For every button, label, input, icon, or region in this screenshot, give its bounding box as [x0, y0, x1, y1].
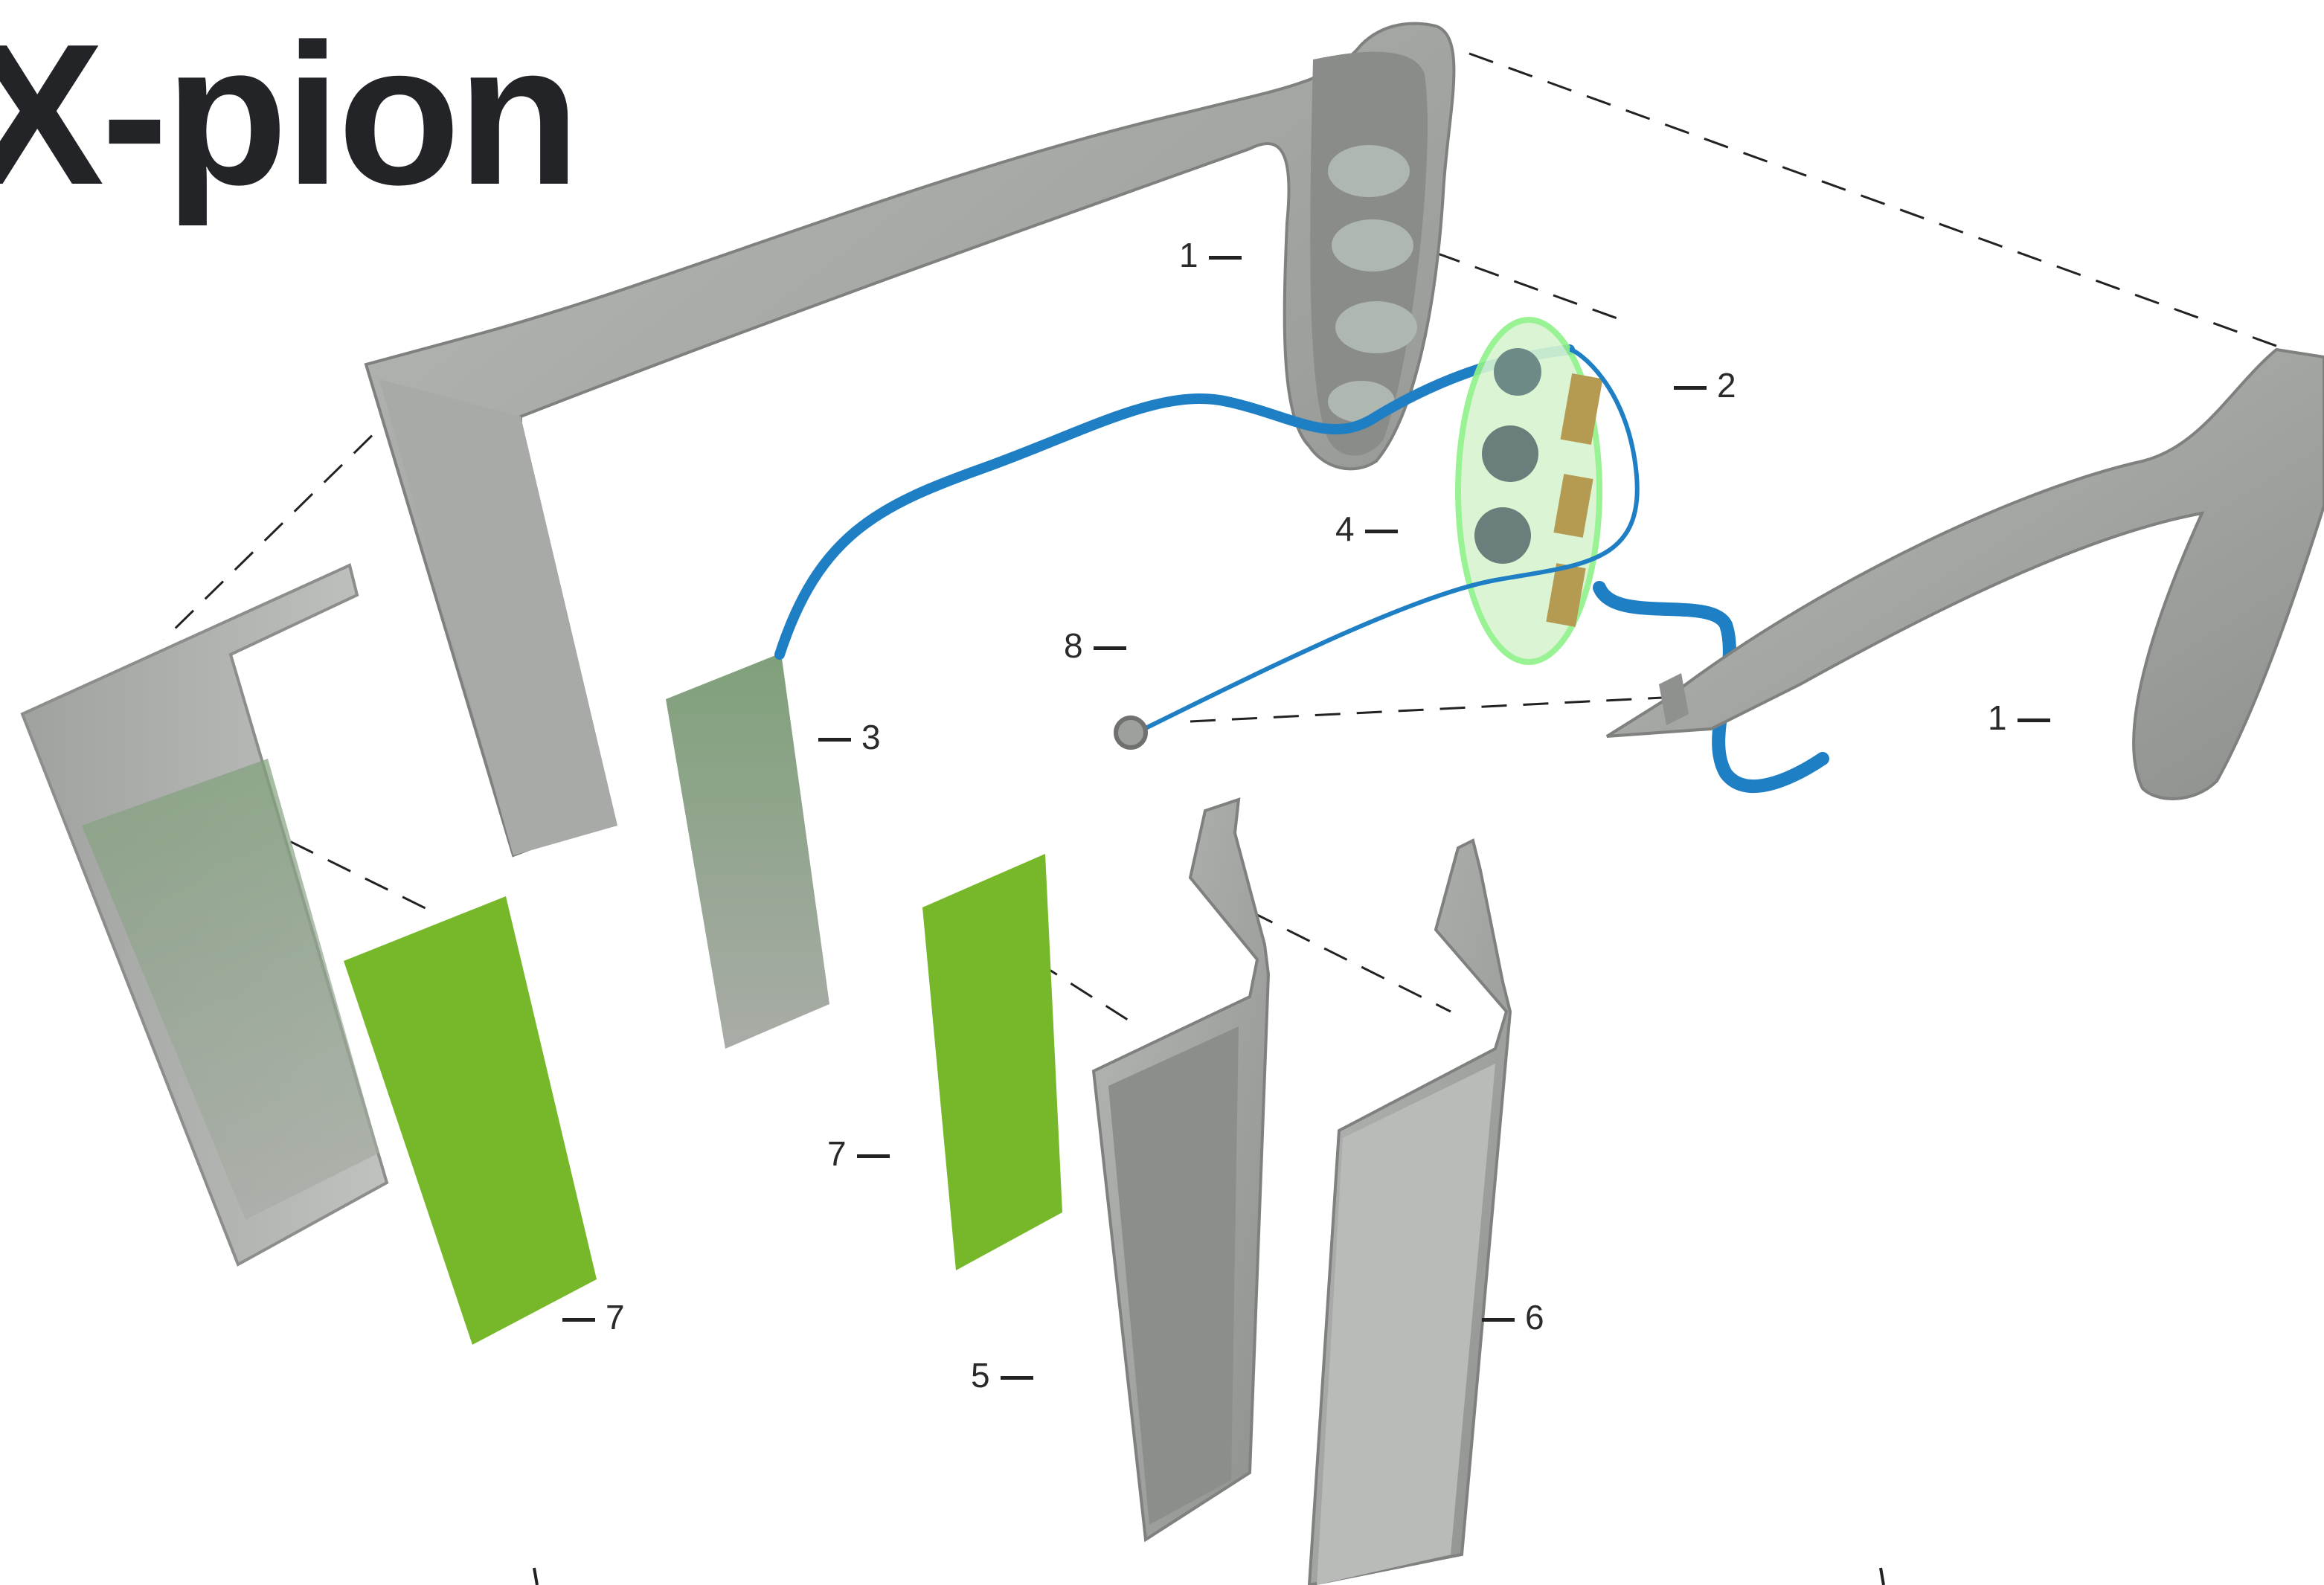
green-pad-middle [922, 854, 1062, 1270]
callout-1-headband-left: 1 [1179, 238, 1242, 272]
callout-leader [818, 738, 851, 742]
callout-number: 2 [1717, 366, 1736, 405]
callout-4-sensors: 4 [1335, 512, 1398, 546]
outer-plate [1309, 840, 1510, 1585]
callout-leader [857, 1154, 890, 1158]
inner-plate [1094, 800, 1268, 1540]
diagram-title: X-pion [0, 15, 577, 216]
callout-leader [1094, 646, 1126, 650]
callout-leader [1482, 1318, 1515, 1322]
callout-number: 8 [1064, 626, 1083, 665]
callout-leader [1365, 530, 1398, 533]
callout-6-outer-plate: 6 [1482, 1300, 1544, 1334]
callout-7-pad-middle: 7 [827, 1136, 890, 1171]
callout-5-inner-plate: 5 [971, 1358, 1033, 1392]
callout-8-small-sensor: 8 [1064, 628, 1126, 663]
pcb-board [1458, 320, 1602, 662]
callout-number: 6 [1525, 1298, 1544, 1337]
callout-2-pcb: 2 [1674, 368, 1736, 402]
callout-leader [1674, 386, 1707, 390]
green-pad-left [344, 896, 597, 1345]
callout-3-electrode: 3 [818, 720, 881, 754]
callout-number: 3 [861, 718, 881, 756]
callout-number: 5 [971, 1356, 990, 1395]
callout-number: 1 [1179, 236, 1198, 274]
callout-leader [1209, 256, 1242, 260]
callout-number: 4 [1335, 509, 1355, 548]
callout-leader [2018, 718, 2050, 722]
bottom-tick-marks [534, 1568, 1884, 1585]
back-plate-left [22, 565, 387, 1264]
electrode-cable [780, 350, 1570, 655]
callout-number: 7 [827, 1134, 847, 1173]
callout-1-headband-right: 1 [1988, 701, 2050, 735]
callout-number: 7 [606, 1298, 625, 1337]
callout-number: 1 [1988, 698, 2007, 737]
electrode-strip [666, 653, 829, 1049]
callout-leader [562, 1318, 595, 1322]
callout-7-pad-left: 7 [562, 1300, 625, 1334]
small-sensor [1116, 718, 1146, 748]
callout-leader [1001, 1376, 1033, 1380]
